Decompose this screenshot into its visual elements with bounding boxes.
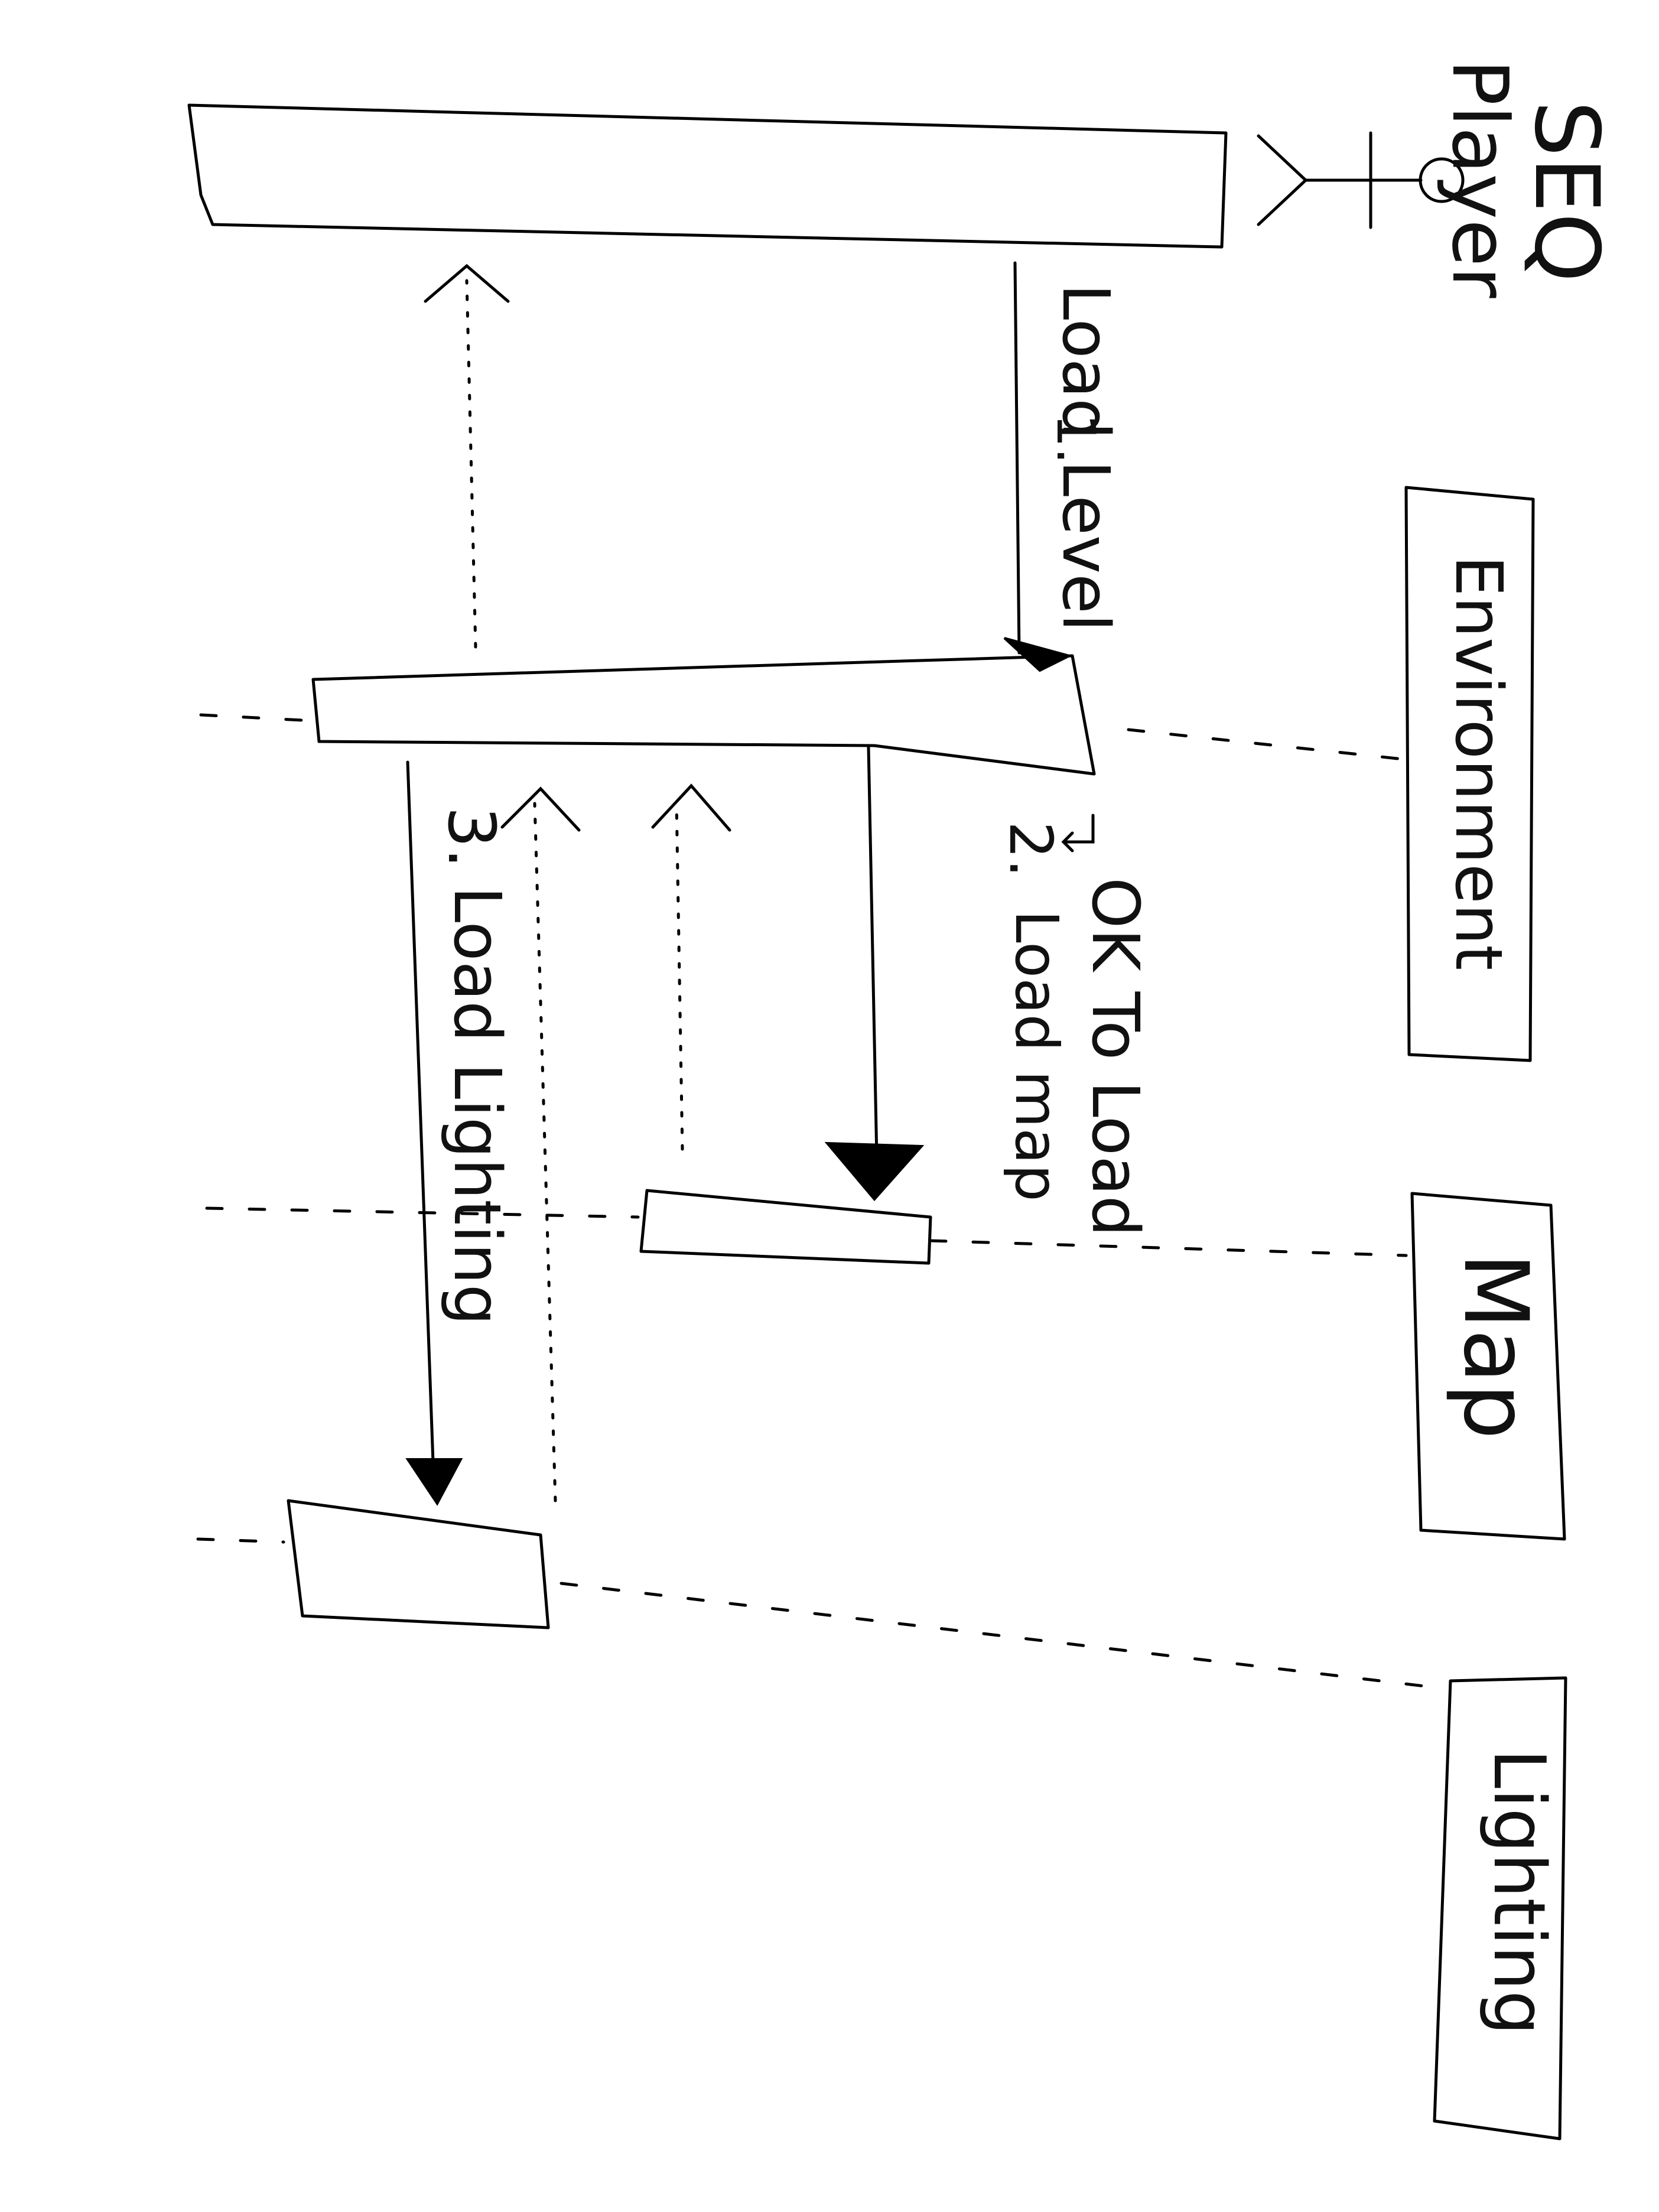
environment-lifeline <box>199 713 1405 761</box>
message-2-number: 2. <box>996 821 1065 877</box>
diagram-title: SEQ <box>1515 100 1618 282</box>
return-map-arrowhead <box>651 783 731 832</box>
participant-label-player: Player <box>1435 59 1525 298</box>
message-3-arrow <box>406 760 436 1497</box>
map-activation <box>639 1189 932 1265</box>
environment-activation <box>311 654 1096 776</box>
participant-label-lighting: Lighting <box>1478 1749 1560 2035</box>
message-1-number: 1. <box>1045 414 1107 464</box>
player-actor-icon <box>1257 131 1465 229</box>
return-lighting-to-environment <box>533 802 557 1502</box>
player-lifeline-box <box>187 103 1228 249</box>
message-3-arrowhead <box>405 1458 463 1506</box>
participant-box-lighting <box>1433 1676 1567 2141</box>
ok-to-load-marker <box>1061 814 1095 853</box>
message-3-label: Load Lighting <box>440 886 515 1325</box>
map-lifeline <box>205 1206 1408 1257</box>
return-map-to-environment <box>675 802 684 1151</box>
return-environment-to-player <box>465 279 477 649</box>
participant-box-environment <box>1404 486 1535 1062</box>
lighting-activation <box>287 1499 550 1629</box>
participant-label-environment: Environment <box>1441 555 1517 970</box>
message-2-arrow <box>867 746 879 1189</box>
message-3-number: 3. <box>434 806 509 868</box>
message-1-arrowhead <box>1003 637 1073 672</box>
return-environment-arrowhead <box>424 264 510 303</box>
self-note-label: OK To Load <box>1078 877 1153 1237</box>
participant-box-map <box>1410 1192 1566 1541</box>
message-2-arrowhead <box>824 1141 925 1202</box>
participant-label-map: Map <box>1444 1253 1547 1440</box>
message-1-arrow <box>1013 261 1021 655</box>
return-lighting-arrowhead <box>500 786 581 832</box>
lighting-lifeline <box>196 1537 1432 1689</box>
message-1-label: Load Level <box>1048 284 1124 632</box>
message-2-label: Load map <box>1002 910 1071 1202</box>
